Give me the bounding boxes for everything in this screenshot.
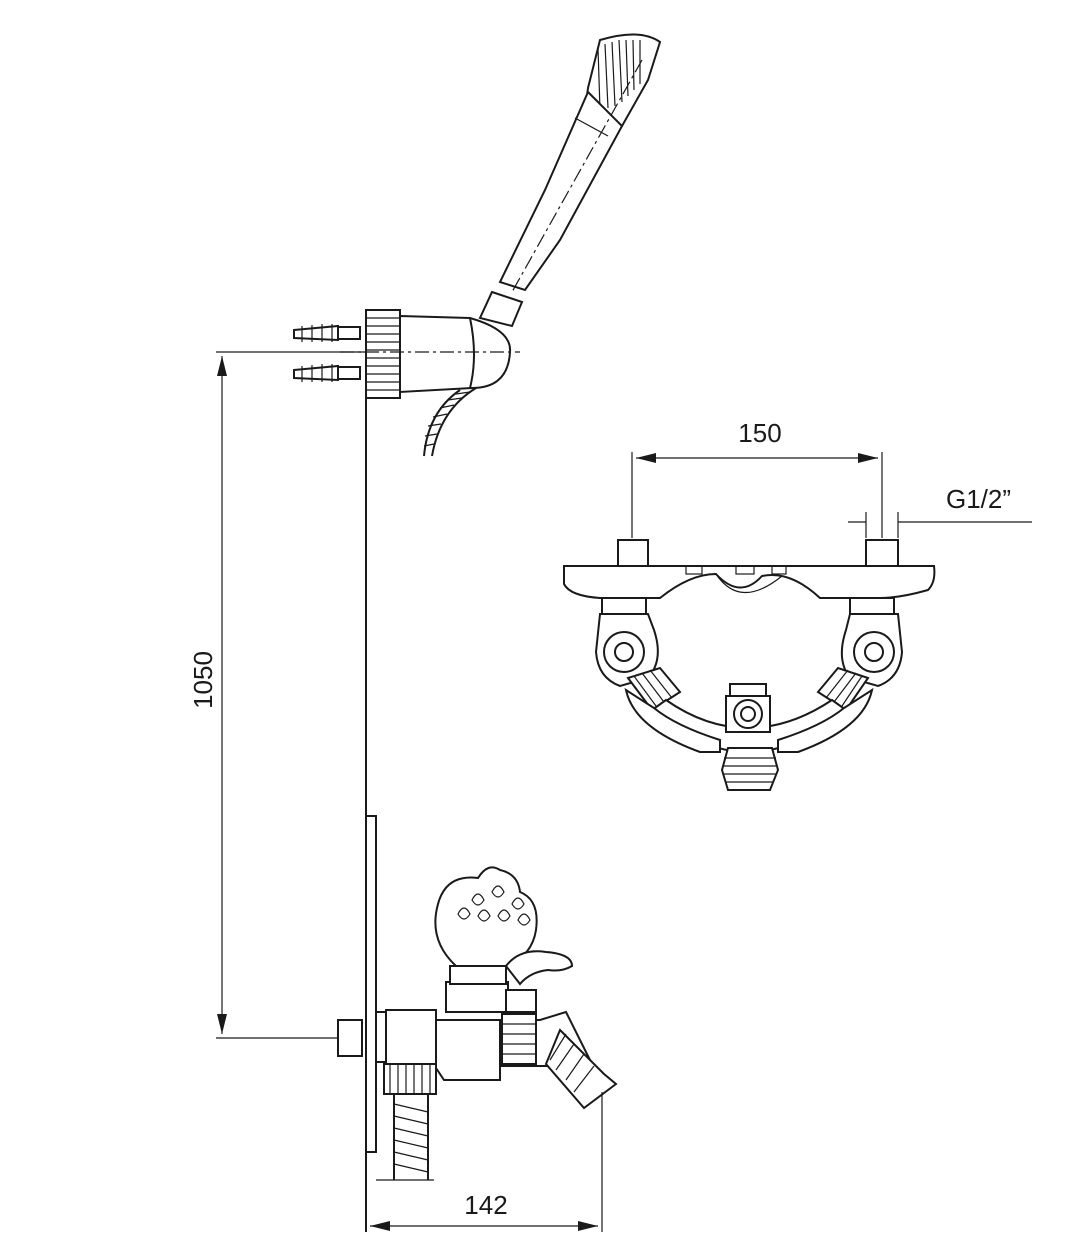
dimension-height: 1050 xyxy=(188,351,366,1039)
top-view: 150 G1/2” xyxy=(563,418,1032,791)
outlet-nozzle xyxy=(720,747,780,791)
inlet-stub-left xyxy=(617,539,649,567)
dimension-height-label: 1050 xyxy=(188,651,218,709)
thread-callout: G1/2” xyxy=(848,484,1032,538)
dimension-inlet-spacing-label: 150 xyxy=(738,418,781,448)
shower-holder-bracket xyxy=(340,309,520,399)
shower-hose xyxy=(423,387,477,457)
decorative-handle xyxy=(434,866,574,986)
dimension-projection: 142 xyxy=(370,1092,603,1232)
dimension-projection-label: 142 xyxy=(464,1190,507,1220)
thread-callout-label: G1/2” xyxy=(946,484,1011,514)
side-view: 1050 142 xyxy=(188,33,662,1232)
elbow-right xyxy=(816,597,904,712)
inlet-stub-right xyxy=(865,539,899,567)
wall-anchors xyxy=(293,324,361,382)
dimension-inlet-spacing: 150 xyxy=(631,418,883,538)
mixer-side-body xyxy=(337,965,618,1110)
elbow-left xyxy=(594,597,682,712)
wall-flange xyxy=(365,815,377,1153)
mixer-top-body xyxy=(624,683,874,754)
backplate xyxy=(563,565,936,599)
bottom-hose xyxy=(376,1094,434,1181)
hand-shower xyxy=(478,33,662,328)
